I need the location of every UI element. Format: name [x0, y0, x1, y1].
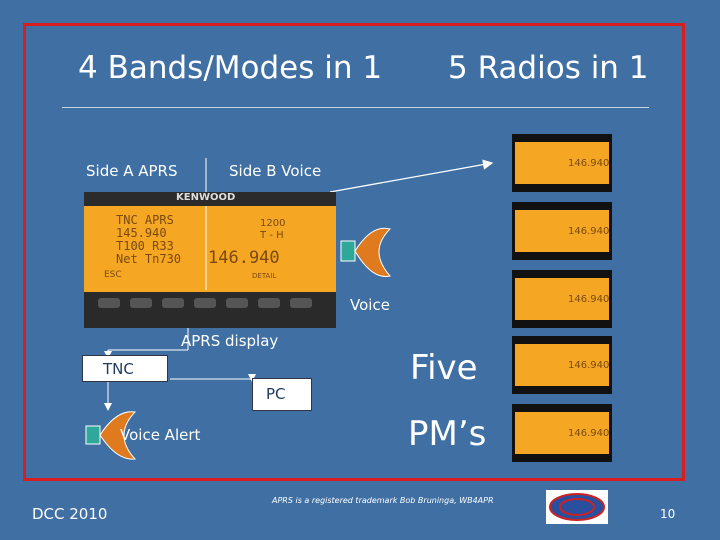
page-number: 10 — [660, 507, 676, 521]
radio-brand: KENWOOD — [176, 192, 236, 203]
footer-left: DCC 2010 — [32, 505, 108, 523]
voice-alert-label: Voice Alert — [120, 426, 201, 444]
radio-frequency: 146.940 — [208, 248, 280, 268]
radio-thumb-3: 146.940 — [512, 270, 612, 328]
radio-thumb-2: 146.940 — [512, 202, 612, 260]
five-label: Five — [410, 348, 478, 388]
radio-display-art — [84, 192, 336, 328]
title-left: 4 Bands/Modes in 1 — [78, 50, 383, 86]
thumb-frequency: 146.940 — [568, 158, 610, 169]
trademark-note: APRS is a registered trademark Bob Bruni… — [272, 496, 494, 505]
voice-label: Voice — [350, 296, 390, 314]
radio-line-2: 145.940 — [116, 226, 167, 240]
tnc-label: TNC — [103, 360, 134, 378]
radio-line-1: TNC APRS — [116, 213, 174, 227]
radio-right-mid: T - H — [260, 230, 284, 241]
radio-line-3: T100 R33 — [116, 239, 174, 253]
thumb-frequency: 146.940 — [568, 226, 610, 237]
title-right: 5 Radios in 1 — [448, 50, 649, 86]
radio-esc-label: ESC — [104, 270, 122, 280]
slide-frame — [23, 23, 685, 481]
tnc-box: TNC — [82, 355, 168, 382]
speaker-voice-alert — [83, 407, 137, 465]
pms-label: PM’s — [408, 414, 487, 454]
speaker-icon — [340, 227, 391, 277]
side-b-label: Side B Voice — [229, 162, 322, 180]
speaker-icon — [85, 411, 137, 460]
radio-detail-label: DETAIL — [252, 272, 277, 280]
aprs-display-label: APRS display — [181, 332, 279, 350]
radio-thumb-1: 146.940 — [512, 134, 612, 192]
radio-thumb-4: 146.940 — [512, 336, 612, 394]
thumb-frequency: 146.940 — [568, 360, 610, 371]
radio-line-4: Net Tn730 — [116, 252, 182, 266]
radio-thumbnails: 146.940 146.940 146.940 146.940 146.940 — [512, 134, 612, 462]
radio-side-a-text: TNC APRS 145.940 T100 R33 Net Tn730 — [116, 214, 181, 266]
radio-thumb-5: 146.940 — [512, 404, 612, 462]
radio-right-top: 1200 — [260, 218, 286, 229]
logo-icon — [546, 490, 608, 524]
thumb-frequency: 146.940 — [568, 428, 610, 439]
side-a-label: Side A APRS — [86, 162, 178, 180]
title-divider — [62, 107, 649, 108]
tapr-logo — [546, 490, 608, 524]
thumb-frequency: 146.940 — [568, 294, 610, 305]
pc-box: PC — [252, 378, 312, 411]
radio-photo: KENWOOD TNC APRS 145.940 T100 R33 Net Tn… — [84, 192, 336, 328]
pc-label: PC — [266, 385, 286, 403]
speaker-voice — [338, 226, 392, 284]
